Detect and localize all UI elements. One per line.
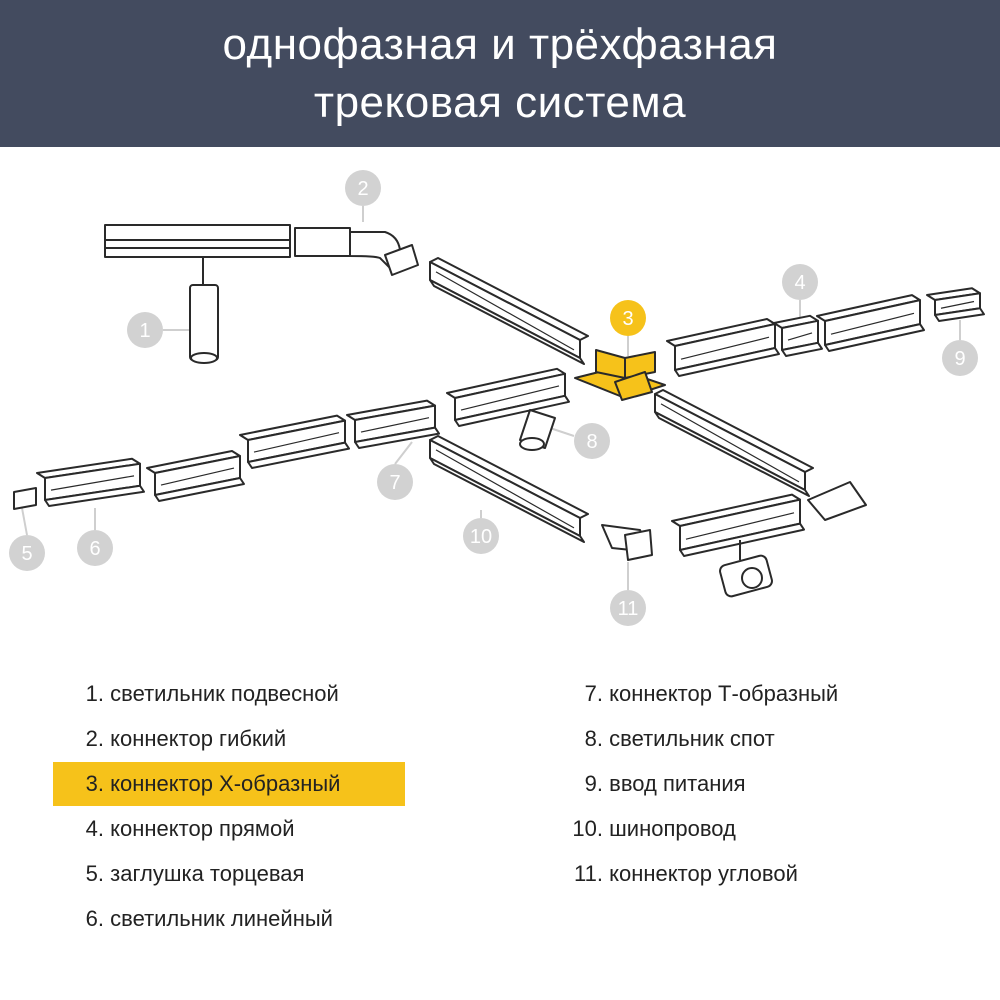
legend-item-8: 8. светильник спот — [565, 717, 775, 761]
badge-number: 6 — [89, 538, 100, 560]
corner-connector-icon — [601, 481, 867, 561]
badge-circle — [127, 312, 163, 348]
legend-number: 4. — [85, 816, 104, 841]
leader-lines — [21, 206, 961, 590]
power-input-9 — [926, 287, 985, 322]
badge-circle — [942, 340, 978, 376]
badge-circle — [610, 300, 646, 336]
badge-number: 11 — [618, 598, 639, 620]
legend-item-3: 3. коннектор Х-образный — [53, 762, 405, 806]
badge-circle — [77, 530, 113, 566]
legend-number: 2. — [85, 726, 104, 751]
legend-number: 10. — [572, 816, 603, 841]
legend-item-5: 5. заглушка торцевая — [82, 852, 305, 896]
legend-label: шинопровод — [609, 816, 736, 841]
callout-badge-10: 10 — [463, 518, 499, 554]
legend-number: 7. — [584, 681, 603, 706]
track-rail — [429, 257, 589, 365]
legend-label: светильник линейный — [110, 906, 333, 931]
legend-label: коннектор гибкий — [110, 726, 287, 751]
badge-circle — [463, 518, 499, 554]
badge-number: 5 — [21, 543, 32, 565]
end-cap-icon — [13, 487, 37, 510]
legend-number: 8. — [584, 726, 603, 751]
title-banner: однофазная и трёхфазная трековая система — [0, 0, 1000, 147]
callout-badge-7: 7 — [377, 464, 413, 500]
badge-number: 4 — [794, 272, 805, 294]
badge-number: 10 — [470, 526, 492, 548]
flexible-connector-icon — [294, 227, 419, 276]
legend-item-2: 2. коннектор гибкий — [82, 717, 287, 761]
callout-badge-8: 8 — [574, 423, 610, 459]
legend-item-10: 10. шинопровод — [565, 807, 736, 851]
legend-number: 3. — [85, 771, 104, 796]
callout-badge-6: 6 — [77, 530, 113, 566]
legend-label: ввод питания — [609, 771, 746, 796]
legend-label: коннектор Т-образный — [609, 681, 839, 706]
badge-number: 9 — [954, 348, 965, 370]
badge-number: 2 — [357, 178, 368, 200]
badge-number: 3 — [622, 308, 633, 330]
legend-item-11: 11. коннектор угловой — [565, 852, 798, 896]
callout-badge-4: 4 — [782, 264, 818, 300]
track-rail-10 — [429, 435, 589, 543]
track-rail — [239, 414, 350, 469]
legend-item-4: 4. коннектор прямой — [82, 807, 295, 851]
title-line-2: трековая система — [313, 78, 687, 127]
badge-circle — [610, 590, 646, 626]
track-rail — [671, 493, 805, 557]
legend-label: коннектор угловой — [609, 861, 798, 886]
legend-number: 11. — [574, 861, 603, 886]
legend-number: 1. — [85, 681, 104, 706]
callout-badge-9: 9 — [942, 340, 978, 376]
title-line-1: однофазная и трёхфазная — [222, 20, 778, 69]
t-connector-7 — [346, 399, 440, 449]
ceiling-rail — [104, 224, 291, 258]
badge-circle — [377, 464, 413, 500]
badge-circle — [782, 264, 818, 300]
legend-label: заглушка торцевая — [110, 861, 305, 886]
badge-number: 8 — [586, 431, 597, 453]
legend-number: 5. — [85, 861, 104, 886]
legend-number: 9. — [584, 771, 603, 796]
straight-connector — [146, 450, 245, 502]
badge-circle — [345, 170, 381, 206]
legend-label: светильник спот — [609, 726, 775, 751]
callout-badge-11: 11 — [610, 590, 646, 626]
legend-label: коннектор прямой — [110, 816, 295, 841]
callout-badge-3: 3 — [610, 300, 646, 336]
spot-light-icon — [719, 540, 773, 598]
legend-label: светильник подвесной — [110, 681, 339, 706]
badge-circle — [574, 423, 610, 459]
badge-number: 1 — [139, 320, 150, 342]
straight-connector-4 — [773, 314, 823, 357]
legend-number: 6. — [85, 906, 104, 931]
legend-label: коннектор Х-образный — [110, 771, 341, 796]
callout-badge-2: 2 — [345, 170, 381, 206]
badge-number: 7 — [389, 472, 400, 494]
legend-item-9: 9. ввод питания — [565, 762, 746, 806]
callout-badge-5: 5 — [9, 535, 45, 571]
spot-light-icon — [519, 409, 556, 451]
legend-item-1: 1. светильник подвесной — [82, 672, 339, 716]
legend-item-6: 6. светильник линейный — [82, 897, 333, 941]
pendant-light-icon — [189, 258, 219, 364]
linear-light-6 — [36, 457, 145, 507]
callout-badge-1: 1 — [127, 312, 163, 348]
track-rail — [654, 389, 814, 497]
track-rail — [816, 294, 925, 352]
x-connector-highlighted — [574, 349, 666, 401]
track-rail — [666, 318, 780, 377]
track-system-diagram: 1 2 3 4 5 6 7 8 9 10 11 — [9, 170, 985, 626]
legend-item-7: 7. коннектор Т-образный — [565, 672, 839, 716]
badge-circle — [9, 535, 45, 571]
